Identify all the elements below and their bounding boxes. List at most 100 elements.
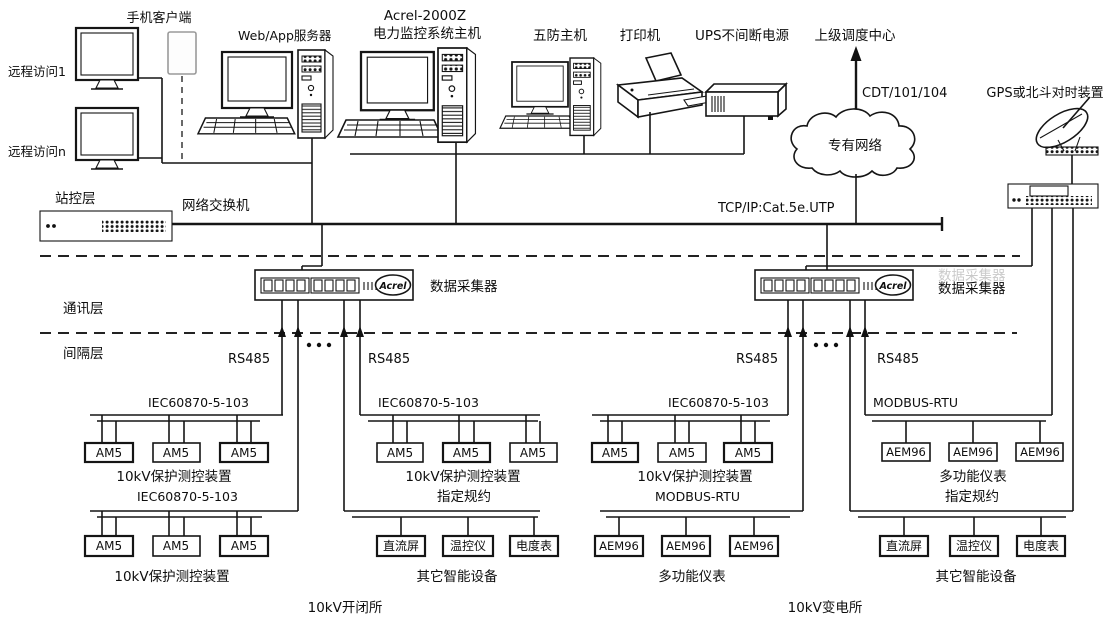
device-box: 电度表 [1023, 538, 1059, 553]
phone-label: 手机客户端 [126, 10, 191, 26]
gps-receiver-box [1007, 183, 1099, 209]
device-box: 直流屏 [886, 539, 922, 553]
remote-monitor-n-icon [74, 106, 140, 171]
webapp-server-label: Web/App服务器 [238, 28, 332, 43]
network-switch-icon [39, 210, 173, 242]
station-layer-label: 站控层 [55, 191, 96, 207]
device-box: AEM96 [953, 445, 993, 459]
device-box: AEM96 [734, 539, 774, 553]
main-bus [172, 217, 944, 231]
device-box: AEM96 [599, 539, 639, 553]
g1-row2-label: 10kV保护测控装置 [114, 569, 229, 585]
dispatch-center-label: 上级调度中心 [815, 28, 896, 44]
g1-bus1-protocol: IEC60870-5-103 [148, 395, 249, 410]
device-box: AEM96 [886, 445, 926, 459]
host-computer-icon [337, 47, 477, 144]
device-box: AM5 [453, 446, 479, 460]
data-collector-left-icon: Acrel [254, 269, 414, 301]
remote-access-wiring [138, 76, 312, 164]
collector-left-uplink [301, 224, 323, 270]
switch-label: 网络交换机 [182, 197, 250, 214]
site-label-switching-station: 10kV开闭所 [308, 600, 383, 616]
device-box: 温控仪 [956, 539, 992, 553]
g3-row1-devices: AM5 AM5 AM5 [590, 441, 774, 464]
collector-right-label-ghost: 数据采集器 [938, 268, 1006, 284]
site-label-substation: 10kV变电所 [788, 600, 863, 616]
acrel-logo-left: Acrel [378, 281, 407, 292]
device-box: AM5 [669, 446, 695, 460]
g3-row1-bus [592, 414, 788, 443]
cdt-protocol-label: CDT/101/104 [862, 86, 947, 101]
device-box: 直流屏 [383, 539, 419, 553]
g4-row2-devices: 直流屏 温控仪 电度表 [878, 534, 1067, 558]
private-network-cloud: 专有网络 [790, 108, 916, 178]
device-box: AM5 [163, 539, 189, 553]
g1-row2-bus [90, 510, 298, 536]
device-box: AM5 [231, 539, 257, 553]
collector-left-label: 数据采集器 [430, 279, 498, 295]
g1-row1-label: 10kV保护测控装置 [116, 469, 231, 485]
g1-row1-bus [90, 414, 283, 443]
rs485-label-4: RS485 [877, 352, 919, 367]
uplink-arrow [850, 46, 862, 110]
cloud-label: 专有网络 [828, 138, 882, 154]
device-box: AM5 [735, 446, 761, 460]
gps-label: GPS或北斗对时装置 [986, 86, 1103, 101]
remote-n-label: 远程访问n [8, 144, 66, 159]
g2-row2-devices: 直流屏 温控仪 电度表 [375, 534, 560, 558]
g2-row1-devices: AM5 AM5 AM5 [376, 441, 558, 464]
g2-bus1-protocol: IEC60870-5-103 [378, 395, 479, 410]
g3-bus1-protocol: IEC60870-5-103 [668, 395, 769, 410]
g1-bus2-protocol: IEC60870-5-103 [137, 489, 238, 504]
device-to-bus-wiring [311, 112, 745, 224]
printer-label: 打印机 [620, 27, 661, 44]
remote-1-label: 远程访问1 [8, 64, 66, 79]
g4-bus2-protocol: 指定规约 [945, 489, 999, 505]
device-box: AM5 [520, 446, 546, 460]
g2-row2-label: 其它智能设备 [417, 568, 498, 585]
g3-row2-bus [600, 510, 803, 536]
comm-layer-label: 通讯层 [63, 301, 104, 317]
host-label-line2: 电力监控系统主机 [373, 26, 481, 42]
g4-row1-label: 多功能仪表 [939, 468, 1007, 485]
bay-layer-label: 间隔层 [63, 346, 104, 362]
device-box: AM5 [387, 446, 413, 460]
device-box: AM5 [96, 446, 122, 460]
device-box: AM5 [602, 446, 628, 460]
five-proof-computer-icon [499, 57, 602, 137]
webapp-server-icon [197, 49, 334, 139]
g2-row1-label: 10kV保护测控装置 [405, 469, 520, 485]
remote-monitor-1-icon [74, 26, 140, 91]
phone-icon [167, 31, 197, 75]
device-box: AM5 [163, 446, 189, 460]
device-box: 电度表 [516, 538, 552, 553]
data-collector-right-icon: Acrel [754, 269, 914, 301]
g2-row2-bus [344, 510, 540, 536]
rs485-label-2: RS485 [368, 352, 410, 367]
device-box: AM5 [231, 446, 257, 460]
g2-bus2-protocol: 指定规约 [437, 489, 491, 505]
ups-icon [704, 82, 788, 120]
g1-row2-devices: AM5 AM5 AM5 [83, 534, 270, 558]
collector-right-uplink [805, 208, 1033, 270]
g3-bus2-protocol: MODBUS-RTU [655, 489, 740, 504]
ups-label: UPS不间断电源 [695, 28, 790, 44]
g4-row2-label: 其它智能设备 [936, 568, 1017, 585]
g4-row1-bus [865, 414, 1052, 443]
g3-row2-devices: AEM96 AEM96 AEM96 [593, 534, 780, 558]
tcpip-label: TCP/IP:Cat.5e.UTP [717, 201, 835, 216]
device-box: AEM96 [1020, 445, 1060, 459]
collector-downlinks [278, 300, 869, 511]
device-box: 温控仪 [450, 539, 486, 553]
printer-icon [615, 52, 711, 119]
collector-right-label: 数据采集器 [938, 281, 1006, 297]
g4-bus1-protocol: MODBUS-RTU [873, 395, 958, 410]
device-box: AEM96 [666, 539, 706, 553]
g1-row1-devices: AM5 AM5 AM5 [83, 441, 270, 464]
g2-row1-bus [360, 414, 541, 443]
host-label-line1: Acrel-2000Z [384, 8, 466, 24]
device-box: AM5 [96, 539, 122, 553]
satellite-dish-icon [1035, 96, 1099, 184]
acrel-logo-right: Acrel [878, 281, 907, 292]
